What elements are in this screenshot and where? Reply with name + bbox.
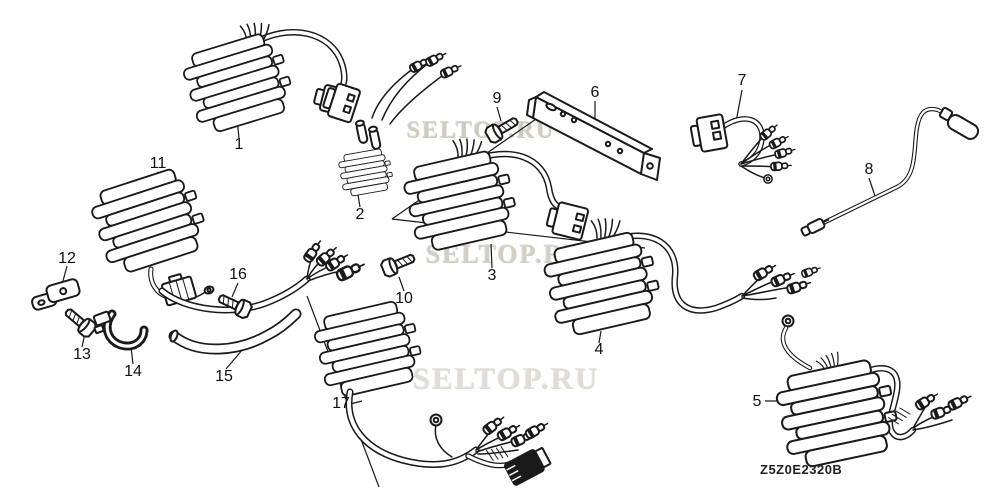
- part-number-11: 11: [149, 155, 167, 172]
- part-7-sub-harness: [689, 113, 797, 184]
- part-15-sleeve: [168, 308, 302, 355]
- part-number-5: 5: [752, 393, 762, 410]
- part-12-bracket: [31, 278, 81, 311]
- part-number-10: 10: [395, 290, 413, 307]
- watermark: SELTOP.RU: [407, 118, 556, 144]
- part-number-6: 6: [590, 84, 600, 101]
- part-13-bolt: [60, 303, 99, 340]
- part-number-7: 7: [737, 72, 747, 89]
- part-number-13: 13: [73, 346, 91, 363]
- part-number-4: 4: [594, 341, 604, 358]
- part-5-rectifier-assembly: [771, 314, 974, 472]
- part-number-9: 9: [492, 90, 502, 107]
- part-8-cable: [800, 106, 980, 237]
- part-17-rectifier-assembly: [310, 296, 552, 486]
- part-number-2: 2: [355, 206, 365, 223]
- part-9-bolt: [482, 112, 522, 146]
- part-number-17: 17: [332, 395, 350, 412]
- part-14-clamp: [92, 309, 149, 351]
- diagram-code: Z5Z0E2320B: [760, 462, 843, 477]
- part-16-bolt: [215, 289, 255, 321]
- part-10-bolt: [378, 248, 418, 279]
- part-number-3: 3: [487, 267, 497, 284]
- part-number-8: 8: [864, 161, 874, 178]
- part-2-rectifier-assembly: [322, 48, 464, 198]
- part-number-12: 12: [58, 250, 76, 267]
- part-number-14: 14: [124, 363, 142, 380]
- part-6-bracket: [526, 91, 661, 181]
- watermark: SELTOP.RU: [413, 361, 600, 396]
- part-3-rectifier-assembly: [399, 135, 590, 256]
- part-1-rectifier-assembly: [178, 18, 357, 138]
- part-11-rectifier-assembly: [85, 163, 368, 314]
- part-4-rectifier-assembly: [539, 214, 823, 340]
- part-number-16: 16: [229, 266, 247, 283]
- part-number-15: 15: [215, 368, 233, 385]
- part-number-1: 1: [234, 136, 244, 153]
